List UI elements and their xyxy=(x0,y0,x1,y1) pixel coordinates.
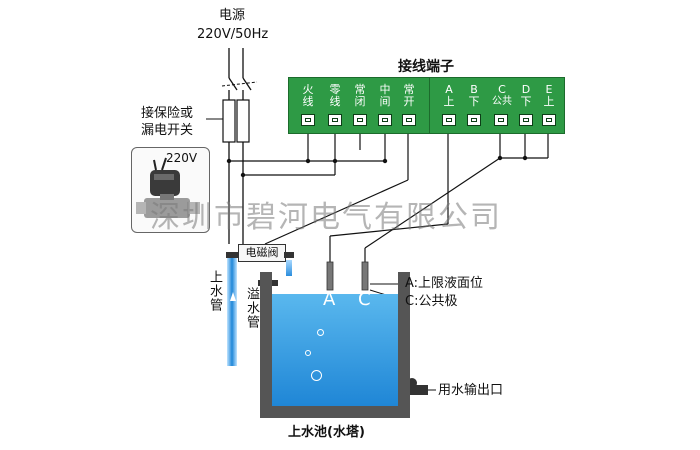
valve-inlet-stub xyxy=(226,252,238,258)
bubble xyxy=(317,329,324,336)
outlet-pipe xyxy=(402,385,428,395)
terminal-nc: 常 闭 xyxy=(354,83,366,108)
terminal-block-left: 火 线 零 线 常 闭 中 间 常 开 xyxy=(288,77,431,134)
probe-a-desc: A:上限液面位 xyxy=(405,276,484,291)
tank-wall-left xyxy=(260,272,272,418)
water-stream xyxy=(286,260,292,276)
overflow-pipe-label: 溢水管 xyxy=(244,287,259,329)
probe-a xyxy=(326,261,334,291)
terminal-e: E 上 xyxy=(543,83,555,108)
screw-fire xyxy=(301,114,315,126)
fuse-left xyxy=(222,99,236,143)
tank-floor xyxy=(260,406,410,418)
terminal-zero: 零 线 xyxy=(329,83,341,108)
probe-a-letter: A xyxy=(323,289,336,310)
terminal-b: B 下 xyxy=(468,83,480,108)
outlet-label: 用水输出口 xyxy=(438,383,504,398)
breaker-linkage xyxy=(221,81,258,87)
screw-d xyxy=(519,114,533,126)
terminal-a: A 上 xyxy=(443,83,455,108)
terminal-fire: 火 线 xyxy=(302,83,314,108)
solenoid-valve: 电磁阀 xyxy=(238,244,286,262)
tank-water xyxy=(272,294,398,406)
terminal-title: 接线端子 xyxy=(398,59,454,75)
probe-c-desc: C:公共极 xyxy=(405,294,458,309)
screw-mid xyxy=(378,114,392,126)
screw-no xyxy=(402,114,416,126)
screw-e xyxy=(542,114,556,126)
power-title: 电源 xyxy=(219,8,246,23)
flow-arrow-icon xyxy=(230,292,236,301)
breaker-label: 接保险或漏电开关 xyxy=(141,106,194,138)
tank-wall-right xyxy=(398,272,410,418)
tank-label: 上水池(水塔) xyxy=(288,425,365,440)
solenoid-valve-icon xyxy=(136,157,200,218)
breaker-blade-left xyxy=(228,77,238,91)
valve-photo-frame: 220V xyxy=(131,147,210,233)
terminal-mid: 中 间 xyxy=(379,83,391,108)
valve-voltage: 220V xyxy=(166,151,198,165)
valve-outlet-stub xyxy=(284,252,294,258)
screw-nc xyxy=(353,114,367,126)
terminal-no: 常 开 xyxy=(403,83,415,108)
inlet-pipe xyxy=(227,258,237,366)
bubble xyxy=(305,350,311,356)
inlet-pipe-label: 上水管 xyxy=(207,270,222,312)
breaker-blade-right xyxy=(242,77,252,91)
fuse-right xyxy=(236,99,250,143)
screw-c xyxy=(494,114,508,126)
probe-c xyxy=(361,261,369,291)
terminal-c: C 公共 xyxy=(492,83,512,108)
bubble xyxy=(311,370,322,381)
power-spec: 220V/50Hz xyxy=(197,27,269,42)
terminal-d: D 下 xyxy=(520,83,532,108)
screw-zero xyxy=(328,114,342,126)
terminal-block-right: A 上 B 下 C 公共 D 下 E 上 xyxy=(429,77,565,134)
watermark: 深圳市碧河电气有限公司 xyxy=(150,200,502,235)
screw-b xyxy=(467,114,481,126)
probe-c-letter: C xyxy=(358,289,371,310)
screw-a xyxy=(442,114,456,126)
